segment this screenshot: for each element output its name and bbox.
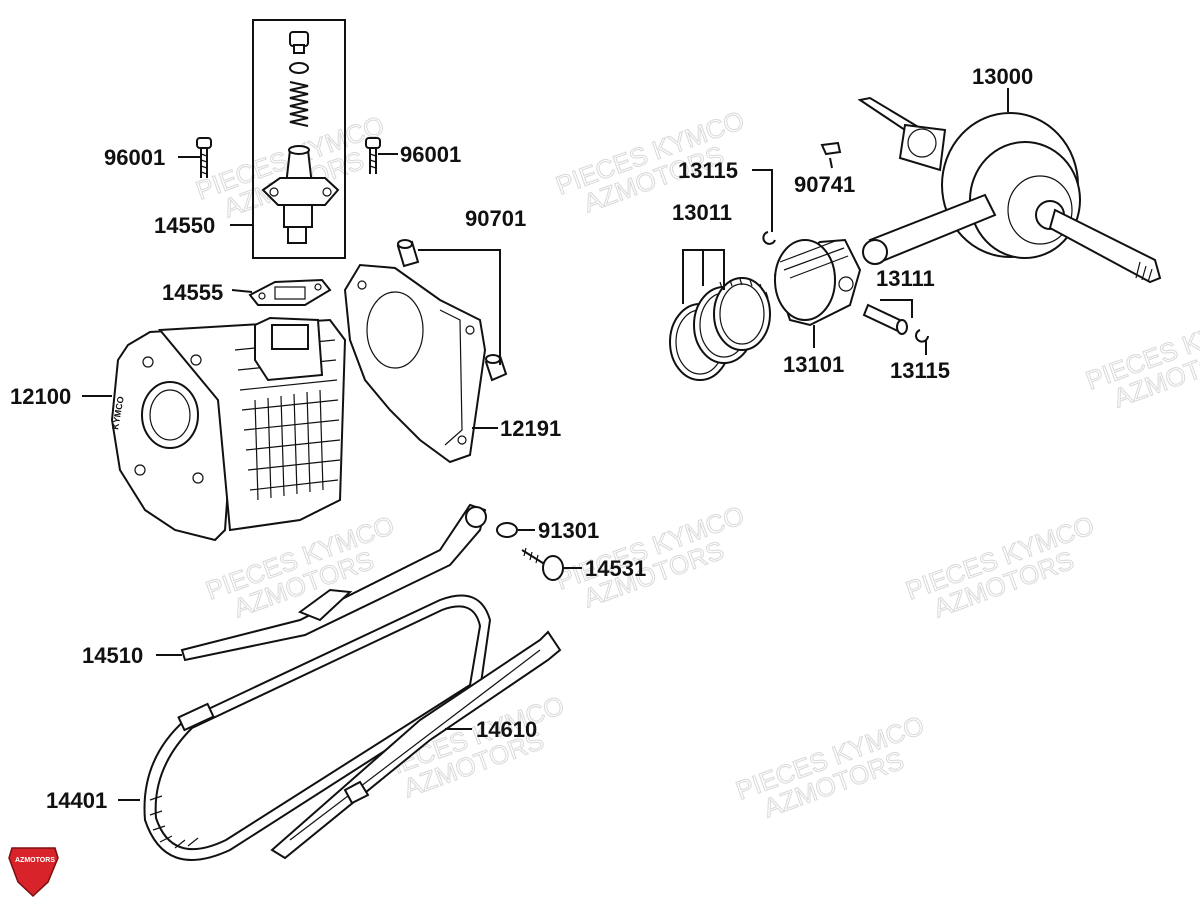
label-13115-upper: 13115 — [678, 158, 738, 183]
part-13115-circlip-upper — [762, 231, 776, 245]
label-13111: 13111 — [876, 266, 935, 291]
label-14531: 14531 — [585, 556, 646, 581]
label-14550: 14550 — [154, 213, 215, 238]
part-13101-piston — [773, 238, 862, 327]
label-90701: 90701 — [465, 206, 526, 231]
label-14401: 14401 — [46, 788, 107, 813]
part-90741-key — [820, 141, 842, 156]
part-14555-gasket — [248, 278, 332, 306]
label-14610: 14610 — [476, 717, 537, 742]
label-90741: 90741 — [794, 172, 855, 197]
part-13111-piston-pin — [862, 303, 908, 335]
label-13115-lower: 13115 — [890, 358, 950, 383]
leader-lines — [82, 88, 1009, 801]
tensioner-box — [252, 19, 346, 259]
watermark: PIECES KYMCO AZMOTORS — [901, 509, 1098, 623]
watermark: PIECES KYMCO AZMOTORS — [1081, 299, 1200, 413]
part-14610-chain-guide — [270, 630, 562, 860]
label-12191: 12191 — [500, 416, 561, 441]
part-14510-tensioner-slipper — [180, 503, 487, 662]
label-14555: 14555 — [162, 280, 223, 305]
label-13101: 13101 — [783, 352, 844, 377]
label-13000: 13000 — [972, 64, 1033, 89]
part-13000-crankshaft — [857, 96, 1162, 284]
part-13011-piston-rings — [669, 277, 771, 381]
watermark: PIECES KYMCO AZMOTORS — [731, 709, 928, 823]
part-13115-circlip-lower — [915, 329, 929, 343]
part-12100-cylinder: KYMCO — [110, 316, 347, 542]
part-labels: 96001 96001 14550 14555 12100 90701 1219… — [10, 64, 1033, 813]
azmotors-logo: AZMOTORS — [8, 847, 59, 898]
label-13011: 13011 — [672, 200, 732, 225]
part-14550-tensioner — [261, 31, 340, 244]
part-96001-bolt-right — [365, 137, 381, 174]
label-96001-left: 96001 — [104, 145, 165, 170]
part-12191-cylinder-gasket — [343, 263, 487, 464]
logo-text: AZMOTORS — [15, 857, 55, 864]
part-14401-cam-chain — [143, 594, 492, 861]
label-96001-right: 96001 — [400, 142, 461, 167]
part-14531-bolt — [521, 547, 564, 581]
part-96001-bolt-left — [196, 137, 212, 178]
label-14510: 14510 — [82, 643, 143, 668]
part-91301-o-ring — [496, 522, 518, 538]
label-12100: 12100 — [10, 384, 71, 409]
label-91301: 91301 — [538, 518, 599, 543]
